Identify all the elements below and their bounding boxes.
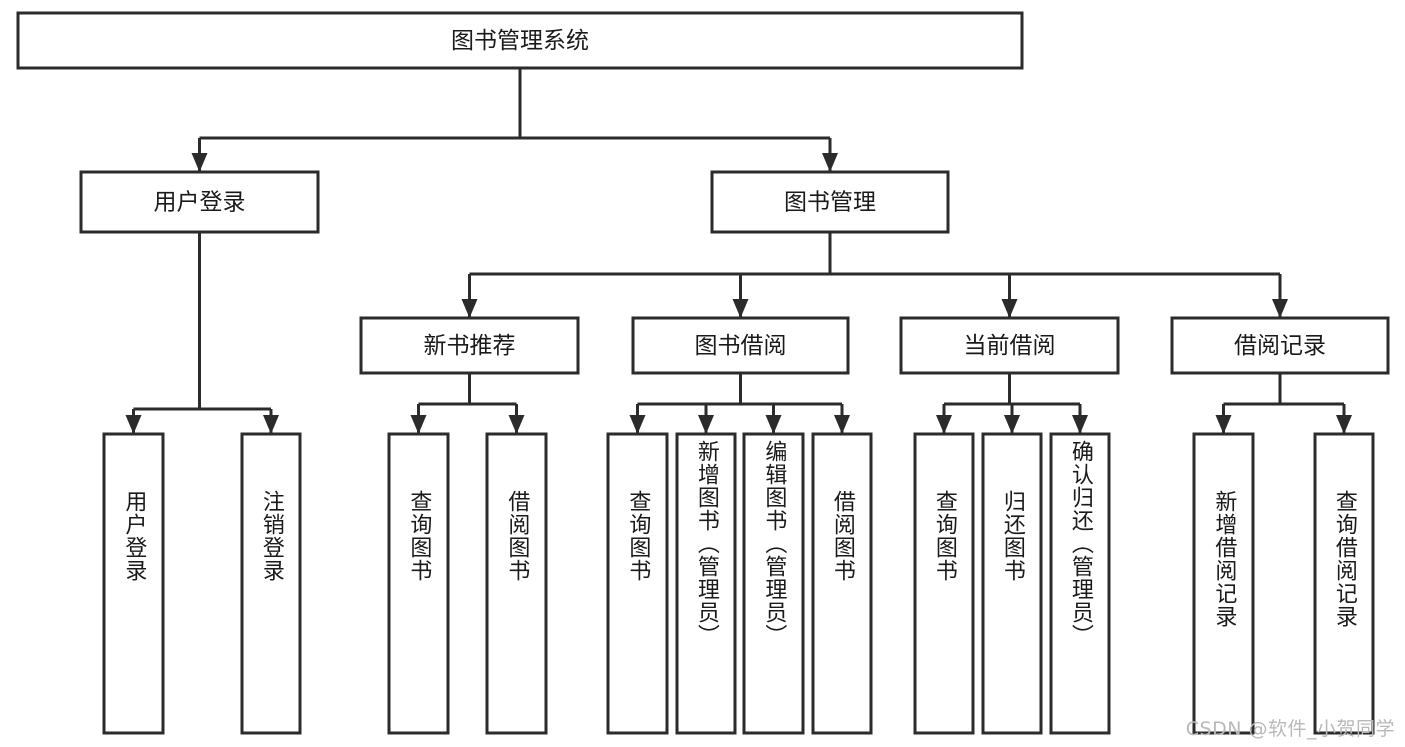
node-box-leaf-7[interactable] [811, 432, 873, 735]
arrow-head-icon-leaf-7 [834, 415, 850, 434]
node-box-level3-0[interactable] [359, 316, 580, 375]
arrow-head-icon-leaf-5 [698, 415, 714, 434]
arrow-head-icon-leaf-9 [1004, 415, 1020, 434]
arrow-head-icon-mgmt-to-l3-3 [1272, 299, 1288, 318]
node-label-level3-3: 借阅记录 [1234, 333, 1326, 359]
node-box-leaf-6[interactable] [742, 432, 805, 735]
node-box-leaf-12[interactable] [1313, 432, 1375, 735]
node-box-leaf-0[interactable] [102, 432, 165, 735]
node-box-leaf-8[interactable] [913, 432, 975, 735]
arrow-head-icon-mgmt-to-l3-1 [732, 299, 749, 318]
node-box-leaf-9[interactable] [981, 432, 1043, 735]
arrow-head-icon-leaf-8 [936, 415, 952, 434]
node-label-level3-2: 当前借阅 [964, 333, 1056, 359]
node-box-leaf-4[interactable] [606, 432, 669, 735]
node-label-level2-1: 图书管理 [784, 190, 876, 216]
arrow-head-icon-leaf-2 [410, 415, 427, 434]
arrow-head-icon-root-to-l2-0 [191, 153, 208, 172]
arrow-head-icon-leaf-11 [1215, 415, 1232, 434]
arrow-head-icon-leaf-4 [629, 415, 646, 434]
node-label-level2-0: 用户登录 [154, 190, 246, 216]
node-box-level3-1[interactable] [631, 316, 850, 375]
arrow-head-icon-leaf-12 [1336, 415, 1352, 434]
watermark-text: CSDN @软件_小贺同学 [1185, 718, 1395, 740]
node-label-level3-0: 新书推荐 [424, 333, 516, 359]
node-box-root[interactable] [16, 11, 1024, 70]
arrow-head-icon-leaf-3 [508, 415, 525, 434]
arrow-head-icon-mgmt-to-l3-0 [461, 299, 478, 318]
connector-edges [125, 68, 1352, 434]
node-label-level3-1: 图书借阅 [695, 333, 787, 359]
node-box-leaf-5[interactable] [675, 432, 737, 735]
arrow-head-icon-leaf-6 [765, 415, 782, 434]
node-box-leaf-3[interactable] [485, 432, 548, 735]
arrow-head-icon-leaf-1 [263, 415, 279, 434]
node-box-leaf-11[interactable] [1192, 432, 1255, 735]
node-box-leaf-2[interactable] [387, 432, 450, 735]
node-box-level2-1[interactable] [710, 170, 950, 234]
node-boxes [16, 11, 1390, 735]
arrow-head-icon-mgmt-to-l3-2 [1001, 299, 1018, 318]
node-box-leaf-1[interactable] [240, 432, 302, 735]
node-box-level3-2[interactable] [899, 316, 1120, 375]
node-box-leaf-10[interactable] [1049, 432, 1111, 735]
arrow-head-icon-leaf-10 [1072, 415, 1088, 434]
node-box-level2-0[interactable] [79, 170, 320, 234]
arrow-head-icon-leaf-0 [125, 415, 142, 434]
arrow-head-icon-root-to-l2-1 [822, 153, 838, 172]
node-label-root: 图书管理系统 [451, 28, 589, 54]
node-box-level3-3[interactable] [1170, 316, 1390, 375]
